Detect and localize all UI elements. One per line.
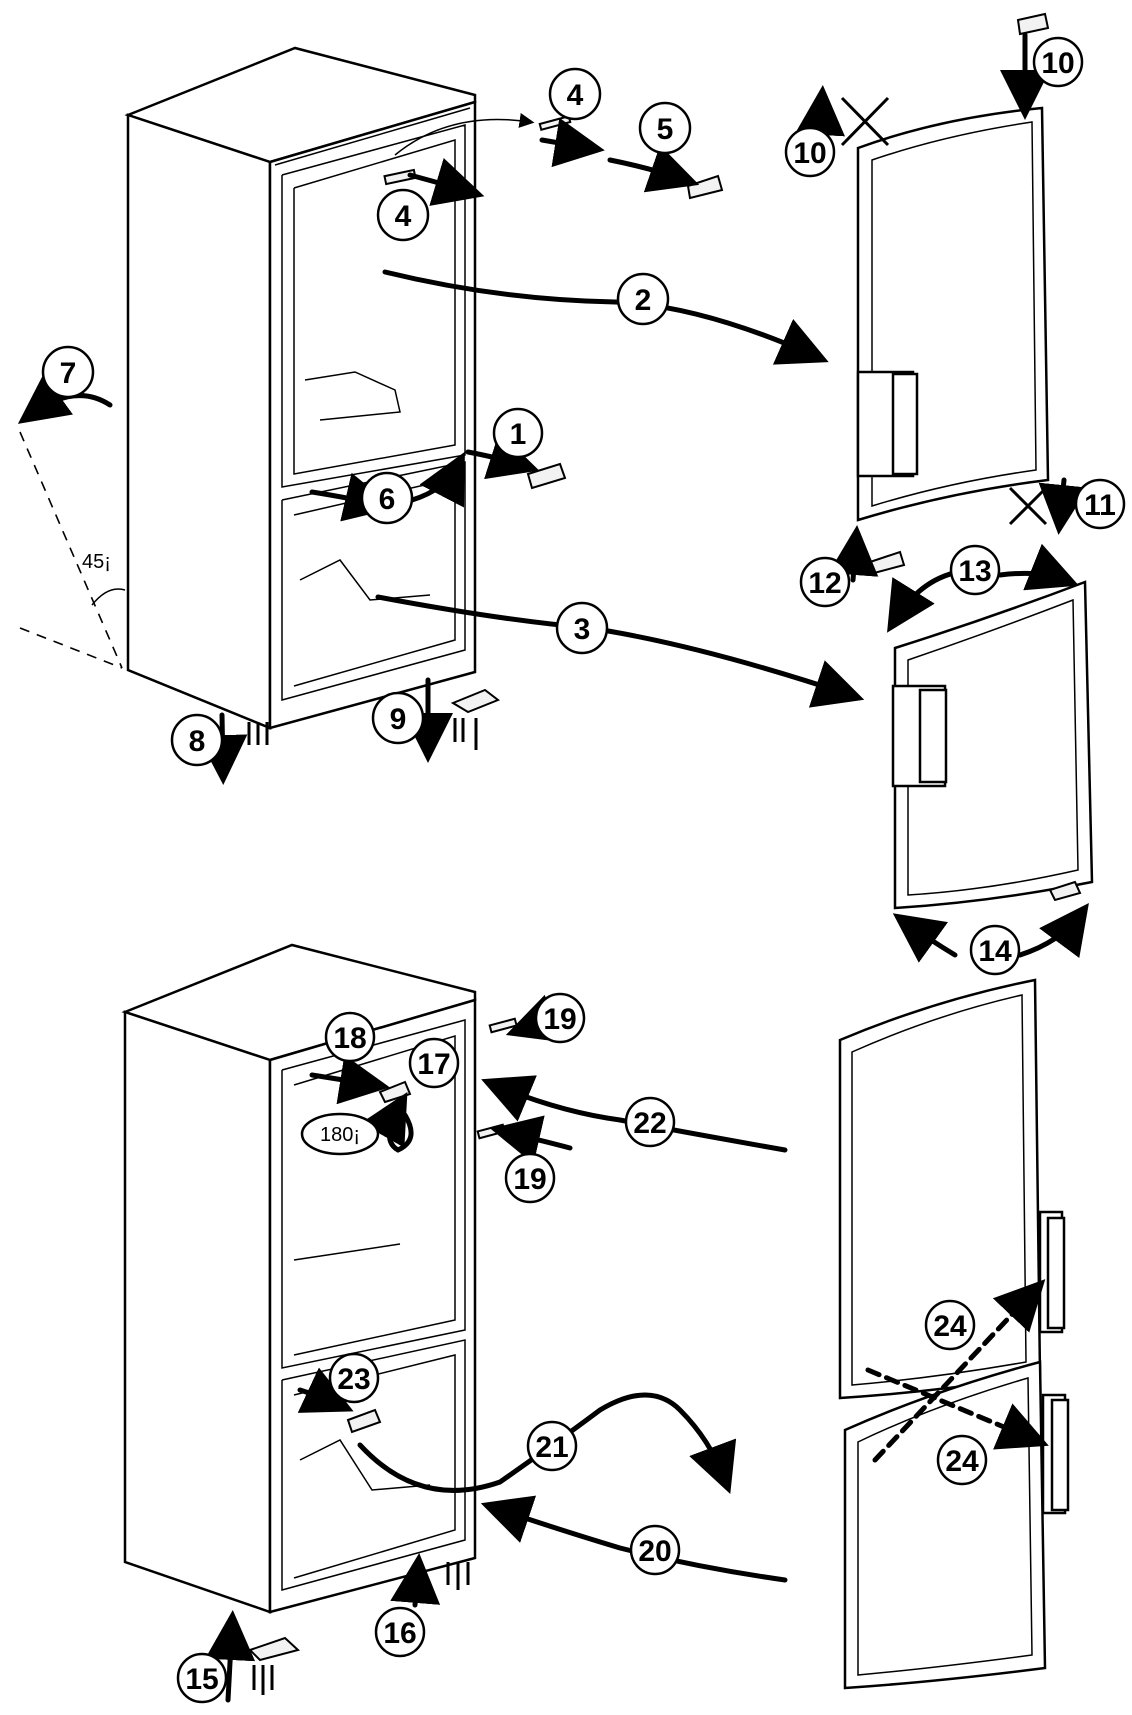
svg-text:3: 3 xyxy=(574,613,591,646)
rotate-angle-badge: 180¡ xyxy=(300,1112,380,1156)
upper-door-reversed xyxy=(838,978,1066,1400)
step-9: 9 xyxy=(371,691,425,745)
svg-text:1: 1 xyxy=(510,418,527,451)
step-3: 3 xyxy=(555,601,609,655)
svg-text:10: 10 xyxy=(1041,47,1074,80)
step-24a: 24 xyxy=(924,1299,976,1351)
step-18: 18 xyxy=(324,1011,376,1063)
svg-text:7: 7 xyxy=(60,357,77,390)
step-4b: 4 xyxy=(376,188,430,242)
step-8: 8 xyxy=(170,713,224,767)
step-11: 11 xyxy=(1074,478,1126,530)
step-14: 14 xyxy=(969,924,1021,976)
svg-text:18: 18 xyxy=(333,1022,366,1055)
svg-text:20: 20 xyxy=(638,1535,671,1568)
step-13: 13 xyxy=(949,544,1001,596)
step-22: 22 xyxy=(624,1096,676,1148)
svg-text:4: 4 xyxy=(567,79,584,112)
step-labels: 1 2 3 4 4 5 6 7 8 9 10 10 11 12 13 14 15… xyxy=(41,36,1126,1704)
svg-text:23: 23 xyxy=(337,1363,370,1396)
svg-text:8: 8 xyxy=(189,725,206,758)
step-7: 7 xyxy=(41,345,95,399)
svg-text:19: 19 xyxy=(543,1003,576,1036)
svg-text:16: 16 xyxy=(383,1617,416,1650)
step-10a: 10 xyxy=(1032,36,1084,88)
step-23: 23 xyxy=(328,1352,380,1404)
step-1: 1 xyxy=(492,407,544,459)
svg-text:14: 14 xyxy=(978,935,1012,968)
step-19a: 19 xyxy=(534,992,586,1044)
svg-text:6: 6 xyxy=(379,483,396,516)
lower-door-removed xyxy=(891,580,1094,910)
svg-text:24: 24 xyxy=(933,1310,967,1343)
step-4a: 4 xyxy=(548,67,602,121)
step-2: 2 xyxy=(616,272,670,326)
svg-text:24: 24 xyxy=(945,1445,979,1478)
fridge-cabinet-top xyxy=(124,46,477,730)
svg-text:13: 13 xyxy=(958,555,991,588)
step-12: 12 xyxy=(799,556,851,608)
svg-text:9: 9 xyxy=(390,703,407,736)
rotate-angle-label: 180¡ xyxy=(320,1124,360,1146)
step-24b: 24 xyxy=(936,1434,988,1486)
step-19b: 19 xyxy=(504,1152,556,1204)
svg-text:5: 5 xyxy=(657,113,674,146)
step-15: 15 xyxy=(176,1652,228,1704)
lower-door-reversed xyxy=(843,1360,1070,1690)
step-10b: 10 xyxy=(784,126,836,178)
step-17: 17 xyxy=(408,1037,460,1089)
step-21: 21 xyxy=(526,1420,578,1472)
svg-text:22: 22 xyxy=(633,1107,666,1140)
svg-text:21: 21 xyxy=(535,1431,568,1464)
svg-text:17: 17 xyxy=(417,1048,450,1081)
svg-text:11: 11 xyxy=(1084,489,1116,522)
svg-text:10: 10 xyxy=(793,137,826,170)
svg-text:2: 2 xyxy=(635,284,652,317)
tilt-guide: 45¡ xyxy=(19,431,126,669)
upper-door-removed xyxy=(856,106,1050,522)
svg-text:4: 4 xyxy=(395,200,412,233)
screws xyxy=(247,718,478,1695)
step-20: 20 xyxy=(629,1524,681,1576)
step-5: 5 xyxy=(638,101,692,155)
step-16: 16 xyxy=(374,1606,426,1658)
svg-text:15: 15 xyxy=(185,1663,218,1696)
tilt-angle-label: 45¡ xyxy=(82,551,111,573)
step-6: 6 xyxy=(360,471,414,525)
svg-text:12: 12 xyxy=(808,567,841,600)
svg-text:19: 19 xyxy=(513,1163,546,1196)
fridge-cabinet-bottom xyxy=(121,943,477,1614)
